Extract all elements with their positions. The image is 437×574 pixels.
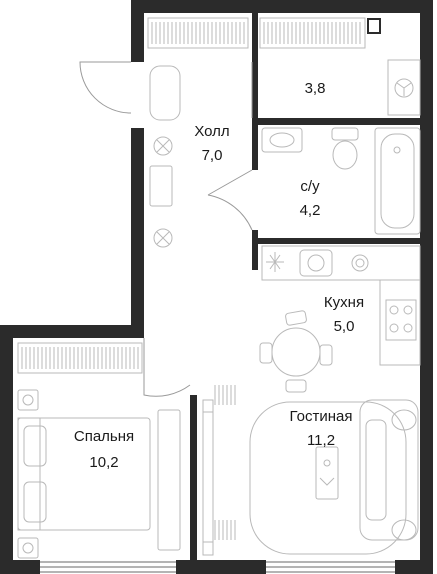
- bathroom-area: 4,2: [300, 202, 321, 219]
- living-name: Гостиная: [290, 408, 353, 425]
- room-labels: 3,8 Холл 7,0 с/у 4,2 Кухня 5,0 Спальня 1…: [74, 80, 364, 471]
- storage-fixtures: [387, 59, 421, 116]
- windows: [40, 561, 395, 573]
- bedroom-area: 10,2: [89, 454, 118, 471]
- dining-set: [259, 310, 333, 393]
- hall-name: Холл: [194, 123, 229, 140]
- bedroom-name: Спальня: [74, 428, 134, 445]
- wardrobes: [17, 17, 366, 374]
- bedroom-furniture: [17, 389, 181, 559]
- hall-furniture: [149, 65, 181, 248]
- bathroom-name: с/у: [300, 178, 320, 195]
- bathroom-fixtures: [261, 127, 421, 235]
- kitchen-name: Кухня: [324, 294, 364, 311]
- living-area: 11,2: [307, 432, 335, 449]
- doors: [79, 61, 253, 397]
- living-furniture: [202, 385, 419, 556]
- hanger-lines: [21, 22, 361, 369]
- kitchen-area: 5,0: [334, 318, 355, 335]
- hall-area: 7,0: [202, 147, 223, 164]
- kitchen-fixtures: [261, 245, 421, 366]
- storage-area: 3,8: [305, 80, 326, 97]
- shaft: [369, 20, 379, 32]
